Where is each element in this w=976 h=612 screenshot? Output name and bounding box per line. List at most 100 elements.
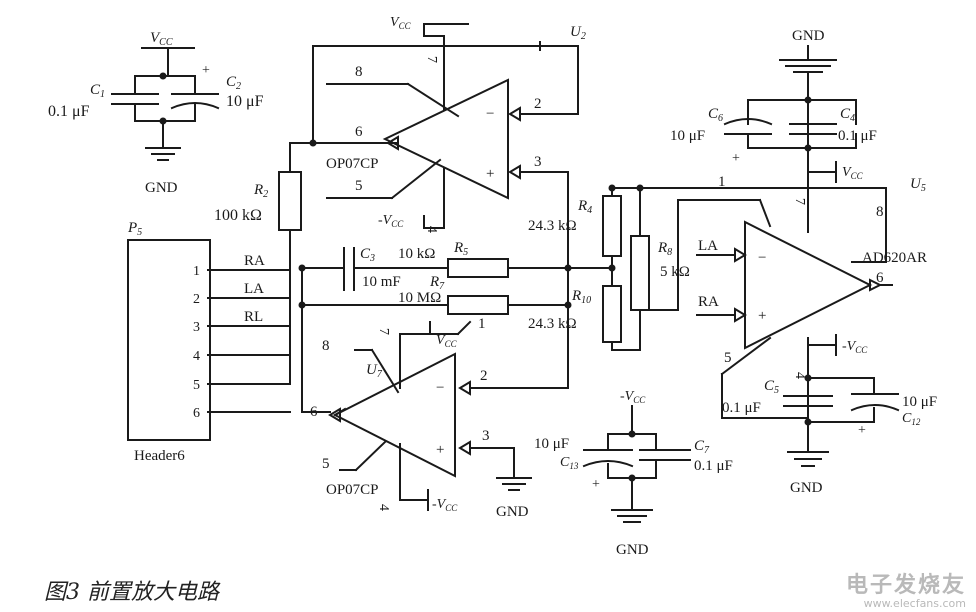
c6-plate-curved — [723, 118, 773, 126]
r10-value: 24.3 kΩ — [528, 316, 577, 332]
c5-value: 0.1 μF — [722, 400, 761, 416]
r7-value: 10 MΩ — [398, 290, 441, 306]
c1-value: 0.1 μF — [48, 103, 90, 120]
u7-pin-6: 6 — [310, 404, 318, 420]
u7-pin-1: 1 — [478, 316, 486, 332]
u5-minus: − — [758, 250, 766, 266]
u5-pin-6: 6 — [876, 270, 884, 286]
decoupling-c1-c2 — [111, 47, 220, 161]
c2-ref: C2 — [226, 74, 241, 92]
watermark-logo: 电子发烧友 — [845, 573, 966, 598]
neg-vcc-label-c13c7: -VCC — [620, 389, 646, 405]
r5-body — [447, 258, 509, 278]
neg-vcc-label-u2: -VCC — [378, 213, 404, 229]
p5-pin-5: 5 — [193, 378, 200, 393]
u5-input-la: LA — [698, 238, 718, 254]
r4-body — [602, 195, 622, 257]
u5-input-ra: RA — [698, 294, 719, 310]
watermark: 电子发烧友 www.elecfans.com — [846, 567, 966, 610]
header-p5 — [127, 239, 291, 441]
u7-pin-2: 2 — [480, 368, 488, 384]
resistor-r2 — [207, 142, 302, 385]
r10-body — [602, 285, 622, 343]
p5-part: Header6 — [134, 448, 185, 464]
u7-part: OP07CP — [326, 482, 379, 498]
c13-polarity: + — [592, 477, 600, 492]
c12-plate-curved — [850, 404, 900, 412]
r5-ref: R5 — [453, 240, 468, 258]
c4-value: 0.1 μF — [838, 128, 877, 144]
u5-pin-1: 1 — [718, 174, 726, 190]
c13-ref: C13 — [560, 455, 579, 471]
u7-plus: + — [436, 442, 444, 458]
c12-value: 10 μF — [902, 394, 937, 410]
u2-plus: + — [486, 166, 494, 182]
vcc-label-u2: VCC — [390, 15, 412, 31]
c12-ref: C12 — [902, 411, 921, 427]
u2-ref: U2 — [570, 24, 586, 42]
c12-polarity: + — [858, 423, 866, 438]
c3-value: 10 mF — [362, 274, 401, 290]
p5-pin-6: 6 — [193, 406, 200, 421]
input-network — [298, 247, 613, 413]
c2-value: 10 μF — [226, 93, 264, 110]
signal-la: LA — [244, 281, 264, 297]
u2-pin-2: 2 — [534, 96, 542, 112]
u2-minus: − — [486, 106, 494, 122]
opamp-u2 — [289, 23, 579, 389]
ground-symbol — [145, 147, 181, 161]
u5-ref: U5 — [910, 176, 926, 194]
c7-ref: C7 — [694, 438, 710, 456]
signal-ra: RA — [244, 253, 265, 269]
c13-value: 10 μF — [534, 436, 569, 452]
u7-pin-7: 7 — [376, 328, 391, 335]
r5-value: 10 kΩ — [398, 246, 435, 262]
resistor-bridge — [602, 184, 887, 351]
c4-ref: C4 — [840, 106, 855, 124]
c7-value: 0.1 μF — [694, 458, 733, 474]
p5-ref: P5 — [127, 220, 142, 238]
c6-polarity: + — [732, 151, 740, 166]
u2-pin-5: 5 — [355, 178, 363, 194]
r8-ref: R8 — [657, 240, 672, 258]
neg-vcc-label-u5: -VCC — [842, 339, 868, 355]
r4-ref: R4 — [577, 198, 592, 216]
r7-body — [447, 295, 509, 315]
decoupling-c6-c4 — [723, 45, 857, 356]
c3-ref: C3 — [360, 246, 375, 264]
neg-vcc-label-u7: -VCC — [432, 497, 458, 513]
p5-pin-1: 1 — [193, 264, 200, 279]
gnd-label-c13c7: GND — [616, 542, 649, 558]
u5-part: AD620AR — [862, 250, 927, 266]
r8-value: 5 kΩ — [660, 264, 690, 280]
u7-pin-3: 3 — [482, 428, 490, 444]
r2-ref: R2 — [253, 182, 268, 200]
gnd-label-c1c2: GND — [145, 180, 178, 196]
u2-pin-6: 6 — [355, 124, 363, 140]
u5-pin-7: 7 — [792, 198, 807, 205]
u7-minus: − — [436, 380, 444, 396]
r8-body — [630, 235, 650, 311]
gnd-label-top: GND — [792, 28, 825, 44]
figure-caption: 图3 前置放大电路 — [44, 580, 219, 605]
signal-rl: RL — [244, 309, 263, 325]
watermark-url: www.elecfans.com — [863, 597, 966, 610]
u2-pin-7: 7 — [424, 56, 439, 63]
opamp-u7 — [328, 320, 569, 511]
decoupling-c5-c12 — [783, 374, 900, 467]
decoupling-c13-c7 — [582, 405, 691, 523]
u2-pin-8: 8 — [355, 64, 363, 80]
u2-pin-3: 3 — [534, 154, 542, 170]
u5-pin-5: 5 — [724, 350, 732, 366]
u2-pin-4: 4 — [424, 226, 439, 233]
c1-ref: C1 — [90, 82, 105, 100]
vcc-label-u5: VCC — [842, 165, 864, 181]
vcc-label-u7: VCC — [436, 333, 458, 349]
u5-plus: + — [758, 308, 766, 324]
u2-part: OP07CP — [326, 156, 379, 172]
vcc-label-c1c2: VCC — [150, 30, 173, 48]
r7-ref: R7 — [429, 274, 445, 292]
r10-ref: R10 — [571, 288, 591, 306]
p5-pin-3: 3 — [193, 320, 200, 335]
